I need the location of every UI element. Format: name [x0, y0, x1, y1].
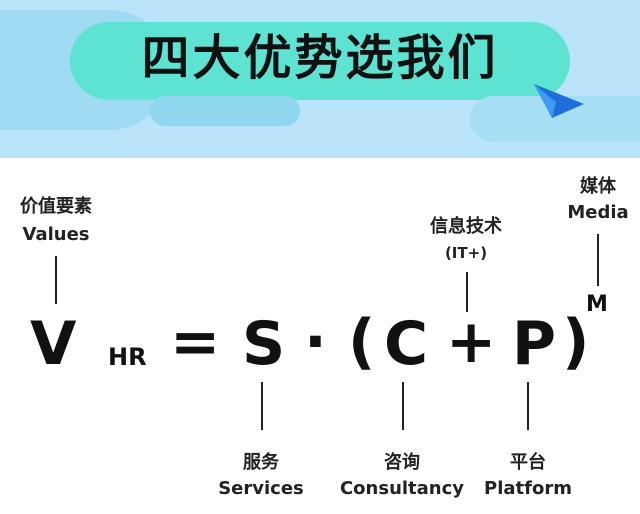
connector-media: [597, 234, 599, 286]
formula-m: M: [586, 292, 608, 317]
label-services-cn: 服务: [243, 452, 279, 473]
banner: 四大优势选我们: [0, 0, 640, 158]
label-consultancy-cn: 咨询: [384, 452, 420, 473]
label-media-en: Media: [567, 202, 629, 223]
formula-v: V: [30, 309, 77, 379]
formula-rparen: ): [562, 307, 590, 377]
connector-platform: [527, 382, 529, 430]
label-media-cn: 媒体: [580, 176, 616, 197]
formula-p: P: [512, 309, 556, 379]
formula-hr: HR: [108, 343, 147, 371]
paper-plane-icon: [534, 84, 584, 118]
connector-it: [466, 272, 468, 312]
banner-decor-low: [150, 96, 300, 126]
label-platform-cn: 平台: [510, 452, 546, 473]
formula-dot: ·: [304, 307, 327, 377]
formula-plus: +: [446, 307, 497, 377]
label-values-cn: 价值要素: [20, 196, 92, 217]
label-platform-en: Platform: [484, 478, 572, 499]
banner-decor-pill: [70, 22, 570, 100]
formula-lparen: (: [348, 307, 376, 377]
formula-equals: =: [170, 307, 221, 377]
label-services-en: Services: [218, 478, 304, 499]
formula-c: C: [384, 309, 429, 379]
label-values-en: Values: [22, 224, 90, 245]
banner-title: 四大优势选我们: [141, 30, 499, 86]
connector-consultancy: [402, 382, 404, 430]
connector-values: [55, 256, 57, 304]
label-it-en: (IT+): [444, 244, 488, 262]
label-consultancy-en: Consultancy: [339, 478, 465, 499]
connector-services: [261, 382, 263, 430]
label-it-cn: 信息技术: [430, 216, 502, 237]
formula-s: S: [242, 309, 286, 379]
